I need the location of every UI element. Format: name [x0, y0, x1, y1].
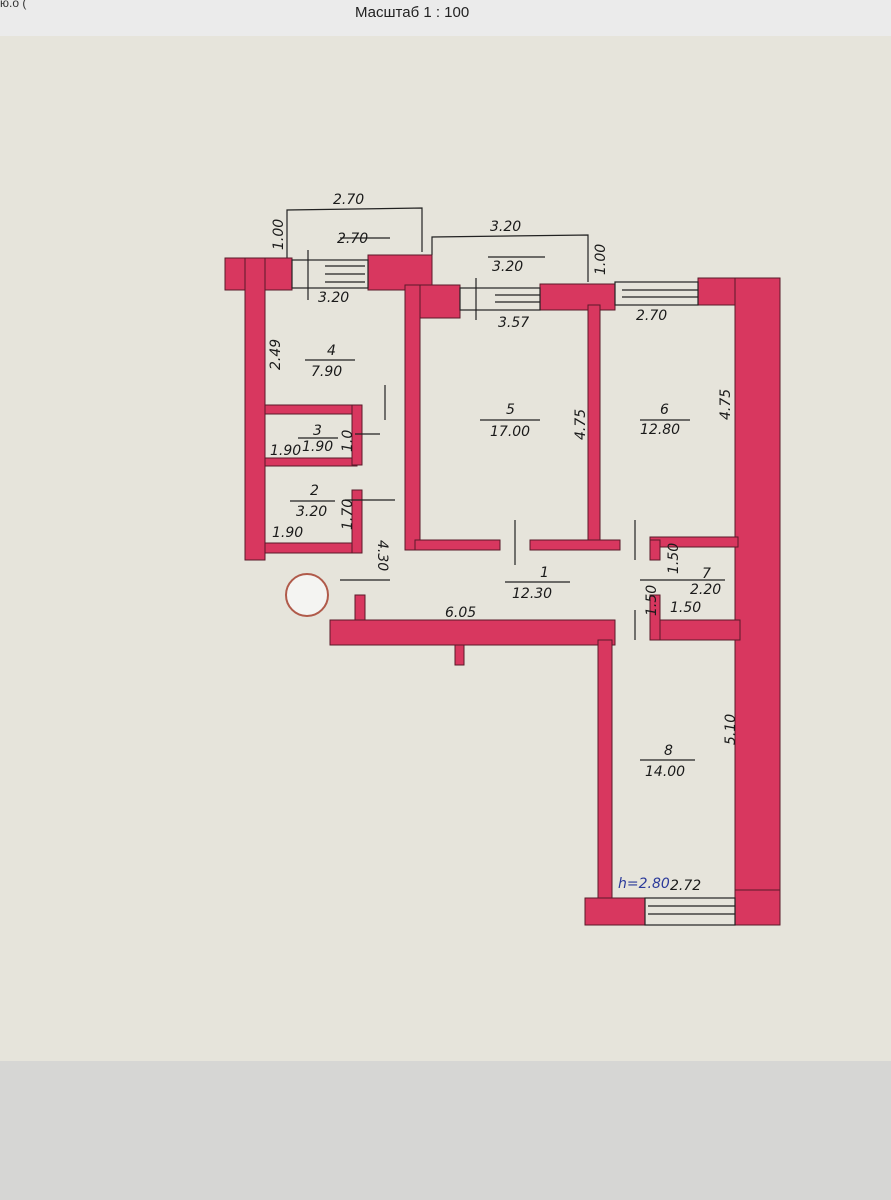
dim-room5-width: 3.57 — [498, 315, 529, 331]
dim-room3-width: 1.90 — [270, 443, 301, 459]
svg-text:7.90: 7.90 — [311, 364, 342, 380]
svg-text:14.00: 14.00 — [645, 764, 685, 780]
meter-marker-icon — [285, 573, 329, 617]
svg-text:3: 3 — [313, 423, 322, 439]
room-8: 8 14.00 — [640, 743, 695, 780]
dim-room4-width: 3.20 — [318, 290, 349, 306]
svg-text:7: 7 — [702, 566, 711, 582]
dim-room5-depth: 4.75 — [573, 409, 589, 440]
svg-text:8: 8 — [664, 743, 673, 759]
svg-text:12.80: 12.80 — [640, 422, 680, 438]
dim-balcony1-depth: 1.00 — [271, 219, 287, 250]
dim-room7-depth: 1.50 — [666, 543, 682, 574]
door-marks — [340, 385, 690, 640]
room-5: 5 17.00 — [480, 402, 540, 440]
dim-room2-width: 1.90 — [272, 525, 303, 541]
dim-room3-depth: 1.0 — [340, 430, 356, 452]
balcony-left — [286, 207, 423, 258]
svg-text:4: 4 — [327, 343, 336, 359]
svg-text:1: 1 — [540, 565, 549, 581]
dim-balcony1-inner: 2.70 — [337, 231, 368, 247]
dim-corridor-length: 6.05 — [445, 605, 476, 621]
dim-corridor-depth: 4.30 — [374, 540, 390, 571]
svg-text:5: 5 — [506, 402, 515, 418]
ceiling-height-note: h=2.80 — [618, 876, 670, 892]
room-2: 2 3.20 — [290, 483, 335, 520]
balcony-right — [431, 234, 589, 282]
svg-text:1.90: 1.90 — [302, 439, 333, 455]
room-3: 3 1.90 — [298, 423, 338, 455]
svg-text:3.20: 3.20 — [296, 504, 327, 520]
dim-balcony2-outer: 3.20 — [490, 219, 521, 235]
dim-balcony2-depth: 1.00 — [593, 244, 609, 275]
dim-room4-depth: 2.49 — [268, 339, 284, 370]
scale-label: Масштаб 1 : 100 — [355, 4, 470, 21]
svg-text:2.20: 2.20 — [690, 582, 721, 598]
windows — [291, 250, 736, 926]
dim-balcony2-inner: 3.20 — [492, 259, 523, 275]
room-4: 4 7.90 — [305, 343, 355, 380]
dim-room8-width: 2.72 — [670, 878, 701, 894]
dim-room7-width: 1.50 — [670, 600, 701, 616]
walls — [224, 254, 781, 926]
svg-text:17.00: 17.00 — [490, 424, 530, 440]
room-7: 7 2.20 — [690, 566, 725, 598]
dim-room2-depth: 1.70 — [340, 499, 356, 530]
svg-text:6: 6 — [660, 402, 669, 418]
dim-room7-door: 1.50 — [644, 585, 660, 616]
svg-text:12.30: 12.30 — [512, 586, 552, 602]
dim-balcony1-outer: 2.70 — [333, 192, 364, 208]
corner-text: ю.о ( — [0, 0, 27, 10]
dim-room6-depth: 4.75 — [718, 389, 734, 420]
room-6: 6 12.80 — [640, 402, 690, 438]
dim-room8-depth: 5.10 — [723, 714, 739, 745]
room-1: 1 12.30 — [505, 565, 570, 602]
svg-text:2: 2 — [310, 483, 319, 499]
background-surface — [0, 1061, 891, 1200]
header-strip: ю.о ( Масштаб 1 : 100 — [0, 0, 891, 36]
dim-room6-width: 2.70 — [636, 308, 667, 324]
